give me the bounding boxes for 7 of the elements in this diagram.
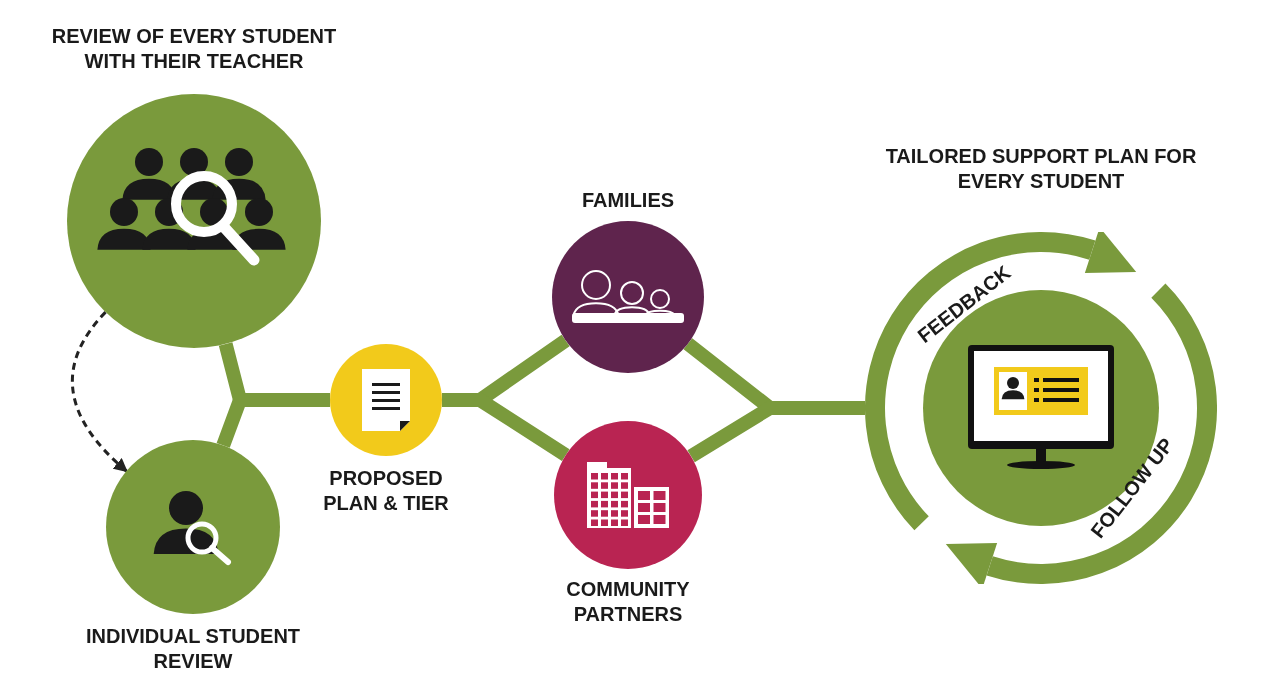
node-label: TAILORED SUPPORT PLAN FOR EVERY STUDENT	[884, 144, 1198, 194]
dashed-arrow	[71, 311, 128, 473]
node-label: COMMUNITY PARTNERS	[565, 577, 691, 627]
node-label: INDIVIDUAL STUDENT REVIEW	[84, 624, 302, 674]
node-label: FAMILIES	[580, 188, 676, 213]
node-label: REVIEW OF EVERY STUDENT WITH THEIR TEACHER	[50, 24, 338, 74]
node-label: PROPOSED PLAN & TIER	[322, 466, 450, 516]
